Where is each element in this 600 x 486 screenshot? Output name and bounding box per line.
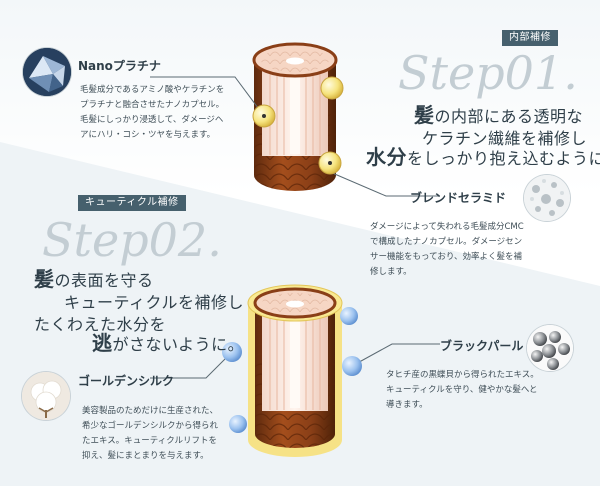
step1-title: Step01. <box>398 46 578 100</box>
step2-heading-line-2: キューティクルを補修し <box>64 293 245 312</box>
step1-heading-line-3: 水分をしっかり抱え込むように。 <box>366 145 600 169</box>
step1-heading-line-2: ケラチン繊維を補修し <box>422 129 588 148</box>
hair-cross-section-1 <box>252 42 338 191</box>
molecule-icon <box>524 175 570 221</box>
black-pearl-description: タヒチ産の黒蝶貝から得られたエキス。 キューティクルを守り、健やかな髪へと 導き… <box>386 370 539 410</box>
crystal-icon <box>23 48 71 96</box>
golden-silk-description: 美容製品のためだけに生産された、 希少なゴールデンシルクから得られ たエキス。キ… <box>82 406 219 461</box>
nano-title: Nanoプラチナ <box>78 59 161 73</box>
step2-heading-line-4: 逃がさないように。 <box>92 331 245 355</box>
step2-heading-line-1: 髪の表面を守る <box>34 267 154 291</box>
pearls-icon <box>527 325 573 371</box>
hair-cross-section-2 <box>247 284 343 457</box>
blend-title: ブレンドセラミド <box>410 191 507 205</box>
step2-title: Step02. <box>42 213 222 267</box>
nano-description: 毛髪成分であるアミノ酸やケラチンを プラチナと融合させたナノカプセル。 毛髪にし… <box>80 85 225 140</box>
black-pearl-title: ブラックパール <box>440 339 524 353</box>
blue-bubbles-2 <box>222 307 362 433</box>
cotton-icon <box>22 372 70 420</box>
step2-tag: キューティクル補修 <box>78 195 186 211</box>
blend-description: ダメージによって失われる毛髪成分CMC で構成したナノカプセル。ダメージセン サ… <box>370 222 524 277</box>
golden-silk-title: ゴールデンシルク <box>78 374 175 388</box>
step2-heading-line-3: たくわえた水分を <box>34 315 167 334</box>
step1-heading-line-1: 髪の内部にある透明な <box>414 103 584 127</box>
gold-bubbles-1 <box>252 76 344 175</box>
step1-tag: 内部補修 <box>502 30 558 46</box>
